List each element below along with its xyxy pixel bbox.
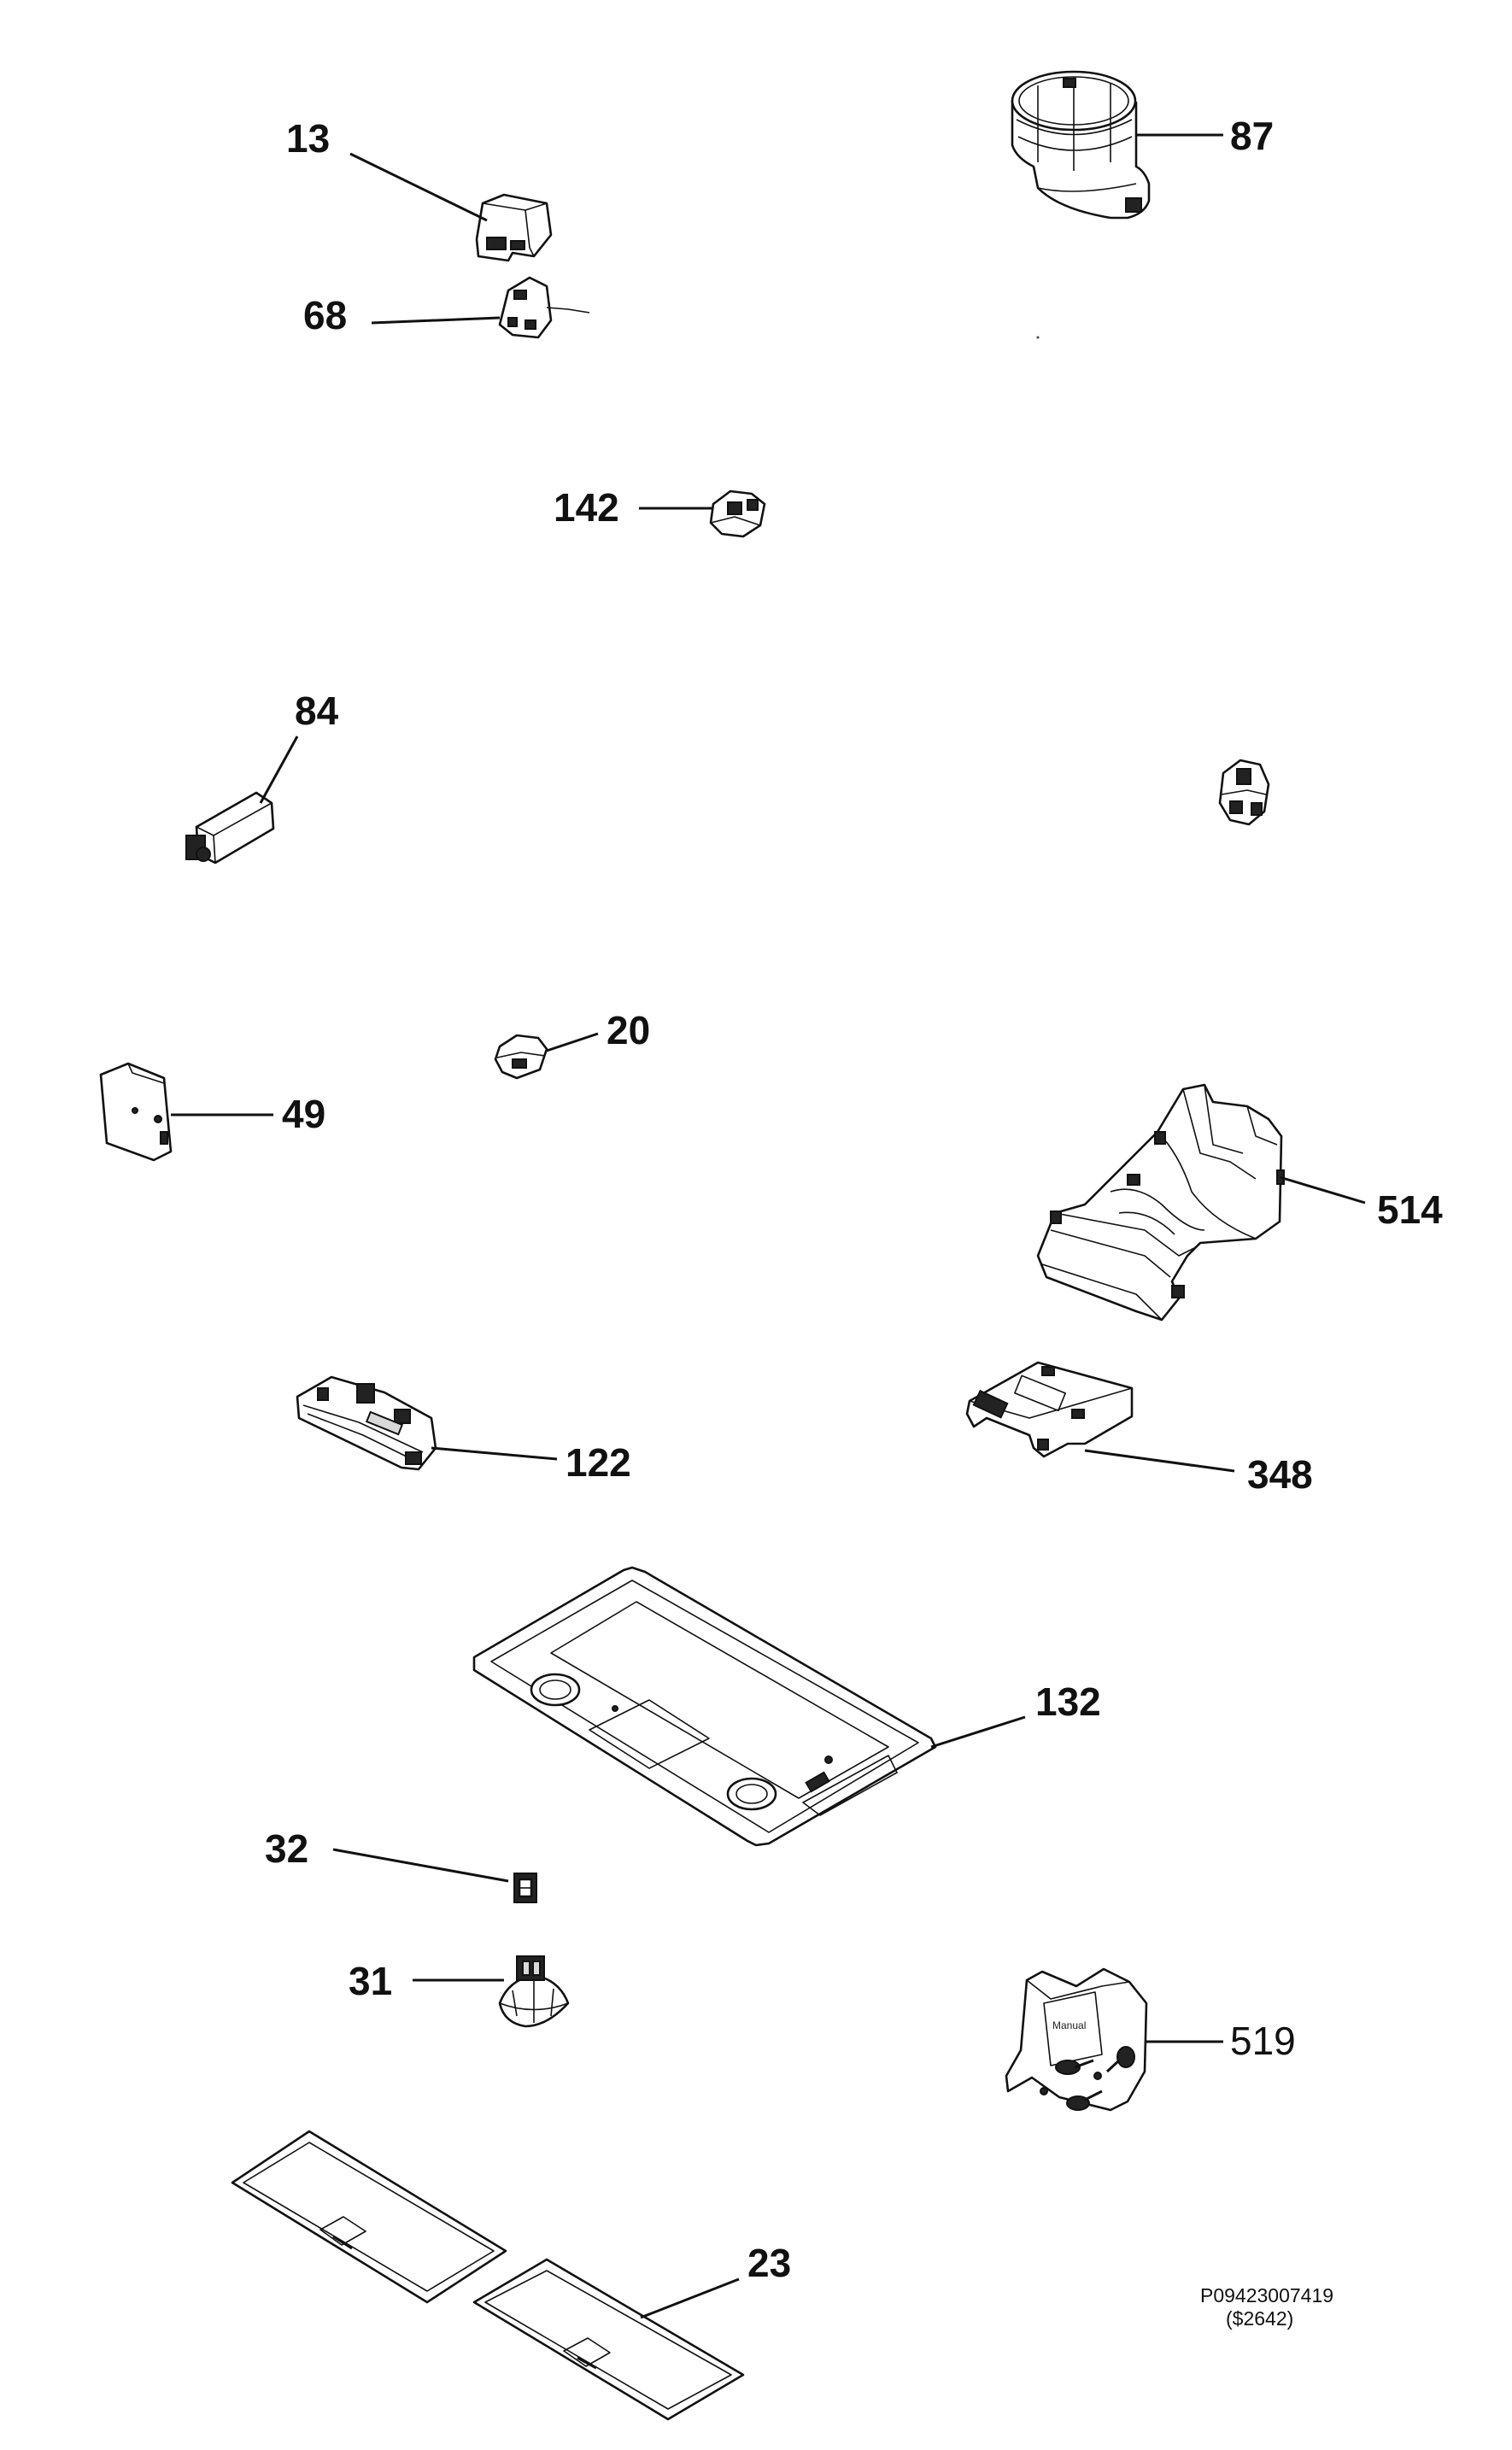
callout-348: 348 [1247,1452,1313,1497]
callout-87: 87 [1230,114,1274,158]
part-23-filter-left [231,2130,507,2304]
part-142 [709,489,766,538]
callout-84: 84 [295,689,339,733]
callout-68: 68 [303,293,347,337]
callout-514: 514 [1377,1187,1443,1232]
callout-49: 49 [282,1092,325,1136]
leader-23 [640,2277,740,2319]
part-23-filter-right [472,2258,745,2421]
callout-20: 20 [607,1008,650,1052]
callout-31: 31 [349,1959,392,2003]
manual-label: Manual [1052,2019,1086,2031]
part-20 [494,1034,548,1080]
part-32 [513,1873,537,1903]
part-31 [498,1955,570,2028]
leader-84 [259,736,299,804]
part-49 [99,1062,173,1162]
leader-13 [349,152,488,222]
leader-122 [431,1446,558,1461]
callout-13: 13 [286,116,330,161]
price-code: ($2642) [1226,2307,1293,2330]
leader-32 [332,1848,509,1883]
drawing-code: P09423007419 [1200,2284,1333,2306]
stray-dot [1036,336,1040,339]
callout-32: 32 [265,1826,308,1871]
part-348 [965,1361,1134,1458]
callout-122: 122 [566,1440,631,1485]
part-13 [475,193,553,262]
leader-132 [930,1715,1026,1749]
callout-519: 519 [1230,2019,1296,2063]
part-122 [296,1375,437,1471]
leader-68 [371,316,501,325]
part-unlabeled-clip [1218,759,1270,826]
callout-142: 142 [554,485,619,530]
part-68 [498,276,590,339]
part-87 [1011,70,1151,220]
leader-20 [546,1032,599,1052]
leader-514 [1279,1175,1366,1204]
callout-132: 132 [1035,1679,1101,1724]
part-519: Manual [1005,1967,1148,2112]
part-514 [1036,1083,1285,1322]
bag-screws [1040,2046,1135,2111]
part-84 [185,791,275,865]
part-132 [472,1566,937,1847]
callout-23: 23 [747,2241,791,2285]
leader-348 [1084,1449,1235,1473]
